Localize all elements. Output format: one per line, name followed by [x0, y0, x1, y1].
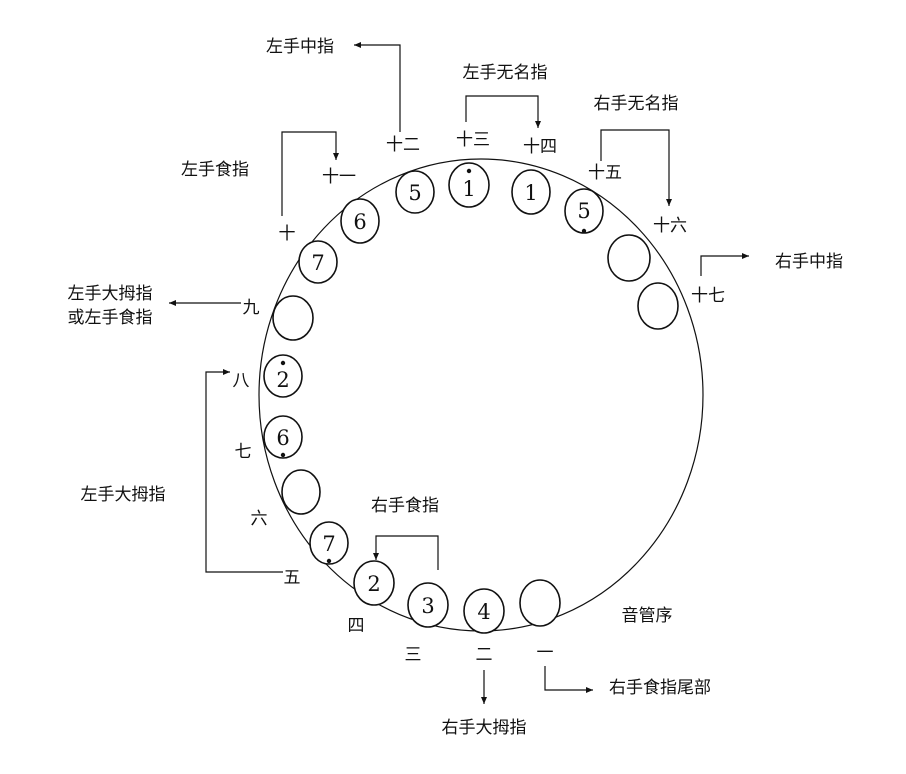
hole-15-dot — [581, 228, 587, 234]
order-label-5: 五 — [284, 568, 301, 588]
hole-3: 3 — [407, 582, 449, 628]
order-label-10: 十 — [279, 224, 296, 244]
hole-15-note: 5 — [577, 199, 590, 223]
order-label-12: 十二 — [386, 135, 420, 155]
hole-4-circle — [353, 560, 395, 606]
hole-14: 1 — [511, 169, 551, 215]
hole-5-circle — [309, 521, 349, 565]
connector-right-index-tail — [544, 666, 593, 693]
connector-left-index — [281, 131, 339, 216]
hole-16 — [607, 234, 651, 282]
connector-right-ring — [600, 129, 672, 206]
hole-14-note: 1 — [524, 181, 537, 205]
hole-7-note: 6 — [276, 426, 289, 450]
finger-label-right-middle: 右手中指 — [775, 252, 843, 272]
finger-label-right-ring: 右手无名指 — [594, 94, 679, 114]
hole-11: 6 — [340, 198, 380, 244]
hole-6-circle — [281, 469, 321, 515]
hole-3-note: 3 — [421, 594, 434, 618]
hole-2-note: 4 — [477, 600, 490, 624]
hole-5-dot — [326, 558, 332, 564]
hole-5-note: 7 — [322, 532, 335, 556]
order-label-8: 八 — [233, 371, 250, 391]
finger-label-left-thumb: 左手大拇指 — [81, 485, 166, 505]
hole-8-note: 2 — [276, 368, 289, 392]
hole-12-circle — [395, 170, 435, 214]
hole-2: 4 — [463, 588, 505, 634]
order-label-2: 二 — [476, 645, 493, 665]
hole-4: 2 — [353, 560, 395, 606]
connector-right-index — [373, 535, 439, 570]
order-label-11: 十一 — [322, 167, 356, 187]
hole-5: 7 — [309, 521, 349, 565]
connector-left-ring — [465, 95, 541, 128]
hole-7: 6 — [263, 415, 303, 459]
order-label-3: 三 — [405, 645, 422, 665]
order-label-4: 四 — [348, 616, 365, 636]
finger-label-left-ring: 左手无名指 — [463, 63, 548, 83]
hole-16-circle — [607, 234, 651, 282]
hole-13: 1 — [448, 162, 490, 208]
connector-right-middle — [700, 253, 749, 276]
finger-label-left-thumb-or-index-2: 或左手食指 — [68, 308, 153, 328]
connector-left-middle — [354, 42, 401, 132]
order-label-6: 六 — [251, 509, 268, 529]
order-label-16: 十六 — [653, 216, 687, 236]
hole-15: 5 — [564, 188, 604, 234]
hole-11-circle — [340, 198, 380, 244]
finger-label-right-index-tail: 右手食指尾部 — [609, 678, 711, 698]
order-label-14: 十四 — [523, 137, 557, 157]
hole-17-circle — [637, 282, 679, 330]
hole-4-note: 2 — [367, 572, 380, 596]
hole-7-circle — [263, 415, 303, 459]
order-label-15: 十五 — [588, 163, 622, 183]
finger-label-left-middle: 左手中指 — [266, 37, 334, 57]
order-label-9: 九 — [243, 298, 260, 318]
hole-10: 7 — [298, 240, 338, 284]
hole-8-circle — [263, 354, 303, 398]
finger-label-right-index: 右手食指 — [371, 496, 439, 516]
hole-1 — [519, 579, 561, 627]
hole-13-circle — [448, 162, 490, 208]
order-label-17: 十七 — [691, 286, 725, 306]
hole-13-note: 1 — [462, 177, 475, 201]
order-label-7: 七 — [235, 442, 252, 462]
connector-left-thumb — [205, 369, 283, 573]
order-label-1: 一 — [537, 643, 554, 663]
hole-8-dot — [280, 360, 286, 366]
hole-8: 2 — [263, 354, 303, 398]
finger-label-left-thumb-or-index-1: 左手大拇指 — [68, 284, 153, 304]
hole-9 — [272, 295, 314, 341]
hole-7-dot — [280, 452, 286, 458]
hole-1-circle — [519, 579, 561, 627]
hole-9-circle — [272, 295, 314, 341]
hole-13-dot — [466, 168, 472, 174]
hole-11-note: 6 — [353, 210, 366, 234]
hole-10-note: 7 — [311, 251, 324, 275]
hole-17 — [637, 282, 679, 330]
hole-2-circle — [463, 588, 505, 634]
order-label-13: 十三 — [456, 130, 490, 150]
finger-label-right-thumb: 右手大拇指 — [442, 718, 527, 738]
hole-10-circle — [298, 240, 338, 284]
hole-3-circle — [407, 582, 449, 628]
hole-14-circle — [511, 169, 551, 215]
hole-12-note: 5 — [408, 181, 421, 205]
finger-label-left-index: 左手食指 — [181, 160, 249, 180]
hole-12: 5 — [395, 170, 435, 214]
diagram-caption: 音管序 — [622, 606, 673, 626]
hole-6 — [281, 469, 321, 515]
